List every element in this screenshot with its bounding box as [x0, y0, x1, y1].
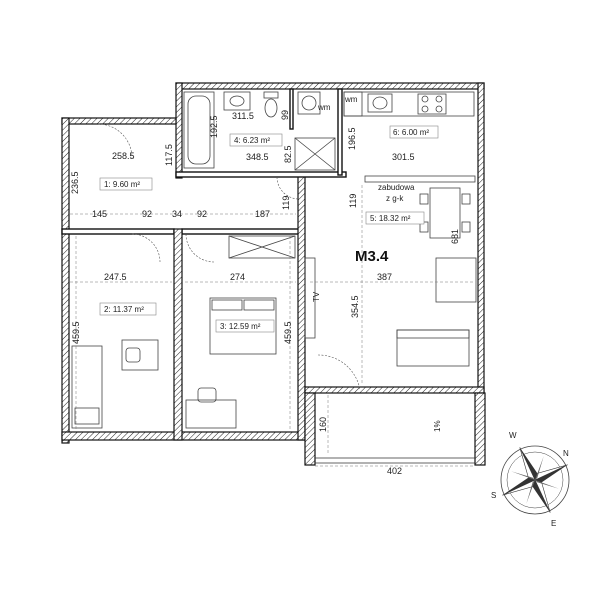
dim-681: 681	[450, 229, 460, 244]
dim-196-5: 196.5	[347, 127, 357, 150]
wall-left	[61, 117, 70, 444]
dim-402: 402	[387, 466, 402, 476]
dim-354-5: 354.5	[350, 295, 360, 318]
wall-bath-left	[175, 82, 183, 179]
dim-187: 187	[255, 209, 270, 219]
room-1-label: 1: 9.60 m²	[104, 180, 140, 189]
single-bed	[71, 345, 103, 429]
dim-92-b: 92	[197, 209, 207, 219]
fridge	[343, 91, 363, 117]
slope-label: 1%	[433, 420, 442, 432]
wm-label-1: wm	[317, 103, 331, 112]
room-2-label: 2: 11.37 m²	[104, 305, 144, 314]
kitchen-sink	[367, 93, 393, 113]
wall-right	[477, 82, 485, 394]
compass-s: S	[491, 491, 496, 500]
dim-348-5: 348.5	[246, 152, 269, 162]
wall-bottom	[61, 431, 309, 441]
toilet-tank	[263, 91, 279, 99]
sofa	[396, 329, 470, 367]
balcony-right-wall	[474, 392, 486, 466]
dim-311-5: 311.5	[232, 111, 254, 121]
tv-unit	[304, 257, 316, 339]
wall-r2-r3	[173, 228, 183, 441]
balcony-left-wall	[304, 392, 316, 466]
wall-r3-living	[297, 175, 306, 441]
double-bed	[209, 297, 277, 355]
dim-119-a: 119	[281, 196, 291, 210]
toilet-bowl	[264, 98, 278, 118]
compass-n: N	[563, 449, 569, 458]
room-5-label: 5: 18.32 m²	[370, 214, 411, 223]
walls	[61, 82, 486, 466]
bathtub	[183, 91, 215, 169]
desk-room2	[121, 339, 159, 371]
door-room2	[131, 233, 161, 263]
compass-rose: W N S E	[491, 431, 570, 528]
zgk-label: z g-k	[386, 194, 404, 203]
dim-258-5: 258.5	[112, 151, 135, 161]
wall-bath-kitchen	[337, 88, 343, 176]
dim-99: 99	[280, 110, 290, 120]
wall-top	[175, 82, 485, 90]
compass-w: W	[509, 431, 517, 440]
dim-274: 274	[230, 272, 245, 282]
room-4-label: 4: 6.23 m²	[234, 136, 270, 145]
dim-192-5: 192.5	[209, 115, 219, 138]
bathtub-basin	[187, 95, 211, 165]
dim-92-a: 92	[142, 209, 152, 219]
bath-sink	[223, 91, 251, 111]
desk-room3	[185, 399, 237, 429]
dimension-lines	[70, 185, 475, 467]
wall-living-bottom	[304, 386, 485, 394]
wall-room1-top	[61, 117, 177, 125]
dim-82-5: 82.5	[283, 145, 293, 163]
bath-sink-basin	[229, 95, 245, 107]
wm-label-2: wm	[344, 95, 358, 104]
fixtures	[71, 91, 477, 429]
washing-machine-drum	[301, 95, 317, 111]
wall-r1-r2	[61, 228, 175, 235]
wardrobe	[228, 235, 296, 259]
shower	[294, 137, 336, 171]
labels: M3.4 1: 9.60 m² 2: 11.37 m² 3: 12.59 m² …	[70, 95, 460, 476]
doors	[97, 123, 361, 391]
cooktop	[417, 93, 447, 115]
room-6-label: 6: 6.00 m²	[393, 128, 429, 137]
unit-label: M3.4	[355, 248, 389, 265]
dim-247-5: 247.5	[104, 272, 127, 282]
room-3-label: 3: 12.59 m²	[220, 322, 261, 331]
kitchen-counter	[343, 91, 475, 117]
dim-119-b: 119	[348, 194, 358, 208]
compass-e: E	[551, 519, 556, 528]
dim-117-5: 117.5	[164, 144, 174, 166]
dim-236-5: 236.5	[70, 171, 80, 194]
washing-machine	[297, 91, 321, 115]
dining-table	[429, 187, 461, 239]
wall-wc	[289, 88, 294, 130]
dim-160: 160	[318, 417, 328, 432]
dim-459-5-b: 459.5	[283, 321, 293, 344]
door-balcony	[317, 354, 361, 391]
kitchen-sink-basin	[372, 96, 388, 110]
dim-34: 34	[172, 209, 182, 219]
wall-hall-r3	[181, 228, 301, 235]
dim-387: 387	[377, 272, 392, 282]
built-in	[364, 175, 476, 183]
tv-label: TV	[312, 291, 321, 302]
chair-room2	[125, 347, 141, 363]
chair-room3	[197, 387, 217, 403]
dim-145: 145	[92, 209, 107, 219]
door-room3	[185, 233, 215, 263]
zabudowa-label: zabudowa	[378, 183, 415, 192]
dim-301-5: 301.5	[392, 152, 415, 162]
wall-bath-bottom	[175, 171, 347, 178]
armchair	[435, 257, 477, 303]
dim-459-5-a: 459.5	[71, 321, 81, 344]
